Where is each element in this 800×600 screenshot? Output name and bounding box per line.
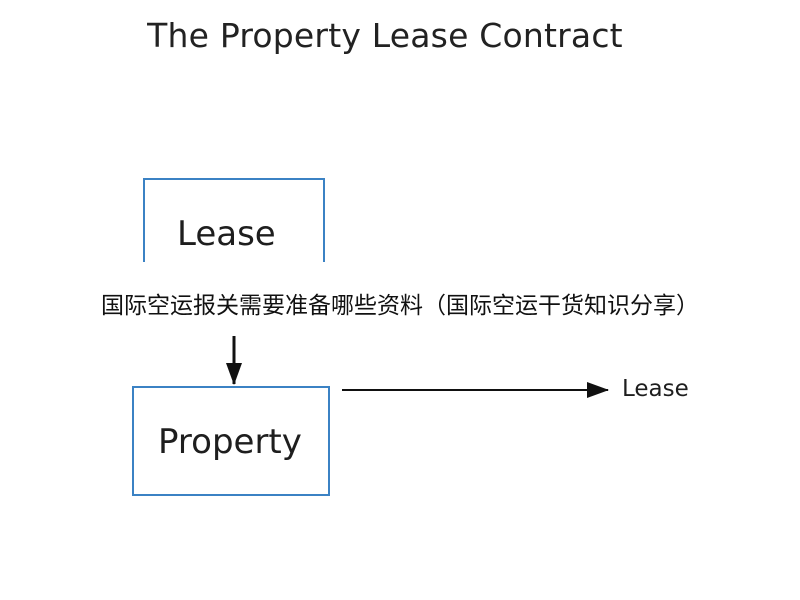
lease-node-label: Lease [177,214,276,254]
edge-label-lease: Lease [622,376,689,402]
diagram-title: The Property Lease Contract [147,16,623,55]
overlay-banner [0,262,800,336]
overlay-banner-text: 国际空运报关需要准备哪些资料（国际空运干货知识分享） [101,293,699,319]
property-node-label: Property [158,422,302,462]
property-node: Property [132,386,330,496]
